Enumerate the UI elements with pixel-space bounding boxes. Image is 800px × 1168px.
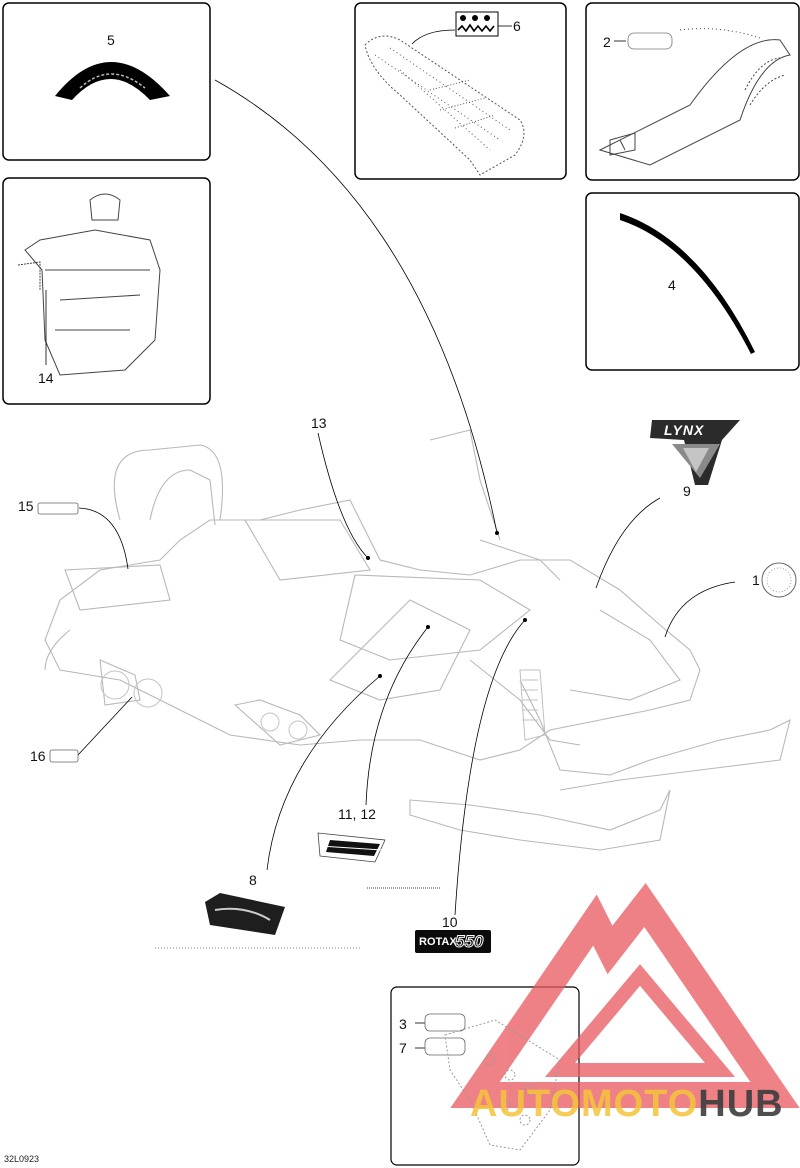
watermark-text: AUTOMOTOHUB <box>470 1083 784 1126</box>
watermark-part2: HUB <box>698 1083 784 1125</box>
gauge-decal-1-icon <box>761 562 797 598</box>
lynx-logo-decal-9-icon <box>650 420 740 485</box>
decal-15-placeholder <box>37 502 79 515</box>
panel-decal-4 <box>585 192 800 371</box>
decal-3-placeholder <box>424 1013 466 1032</box>
decal-5-icon <box>55 62 170 100</box>
panel-decal-14 <box>2 177 211 405</box>
watermark-part1: AUTOMOTO <box>470 1083 699 1125</box>
rear-fender-icon <box>598 28 791 166</box>
callout-1: 1 <box>752 572 760 588</box>
callout-10: 10 <box>442 914 458 930</box>
callout-6: 6 <box>513 18 521 34</box>
callout-14: 14 <box>38 370 54 386</box>
callout-3: 3 <box>399 1016 407 1032</box>
callout-5: 5 <box>107 32 115 48</box>
panel-decal-2 <box>585 2 800 181</box>
lynx-brand-text: LYNX <box>664 422 705 438</box>
callout-2: 2 <box>603 34 611 50</box>
leader-dots <box>366 531 527 678</box>
panel-decal-5 <box>2 2 211 161</box>
callout-11-12: 11, 12 <box>338 806 376 822</box>
callout-4: 4 <box>668 277 676 293</box>
rotax-decal-10-icon <box>415 930 491 953</box>
bracket-icon <box>444 1019 561 1151</box>
side-decal-11-12-icon <box>317 832 386 863</box>
leader-lines <box>77 79 736 1049</box>
watermark-logo-icon <box>450 882 800 1108</box>
callout-8: 8 <box>249 872 257 888</box>
stripe-decal-4-icon <box>620 213 755 354</box>
seat-icon <box>364 35 525 176</box>
callout-16: 16 <box>30 748 46 764</box>
engine-550-text: 550 <box>454 932 484 952</box>
diagram-reference: 32L0923 <box>4 1154 40 1164</box>
decal-7-placeholder <box>424 1037 466 1056</box>
callout-13: 13 <box>311 415 327 431</box>
callout-7: 7 <box>399 1040 407 1056</box>
oil-tank-icon <box>17 193 161 376</box>
rotax-text: ROTAX <box>419 936 457 948</box>
snowmobile-outline <box>44 429 791 851</box>
suspension-icon <box>519 669 546 741</box>
decal-8-icon <box>205 893 285 935</box>
warning-label-6-icon <box>455 11 499 37</box>
callout-9: 9 <box>683 483 691 499</box>
decal-2-placeholder <box>627 32 673 50</box>
decal-16-placeholder <box>49 749 79 763</box>
track-wheels-icon <box>100 670 308 740</box>
panel-decal-6 <box>354 2 567 180</box>
callout-15: 15 <box>18 498 34 514</box>
